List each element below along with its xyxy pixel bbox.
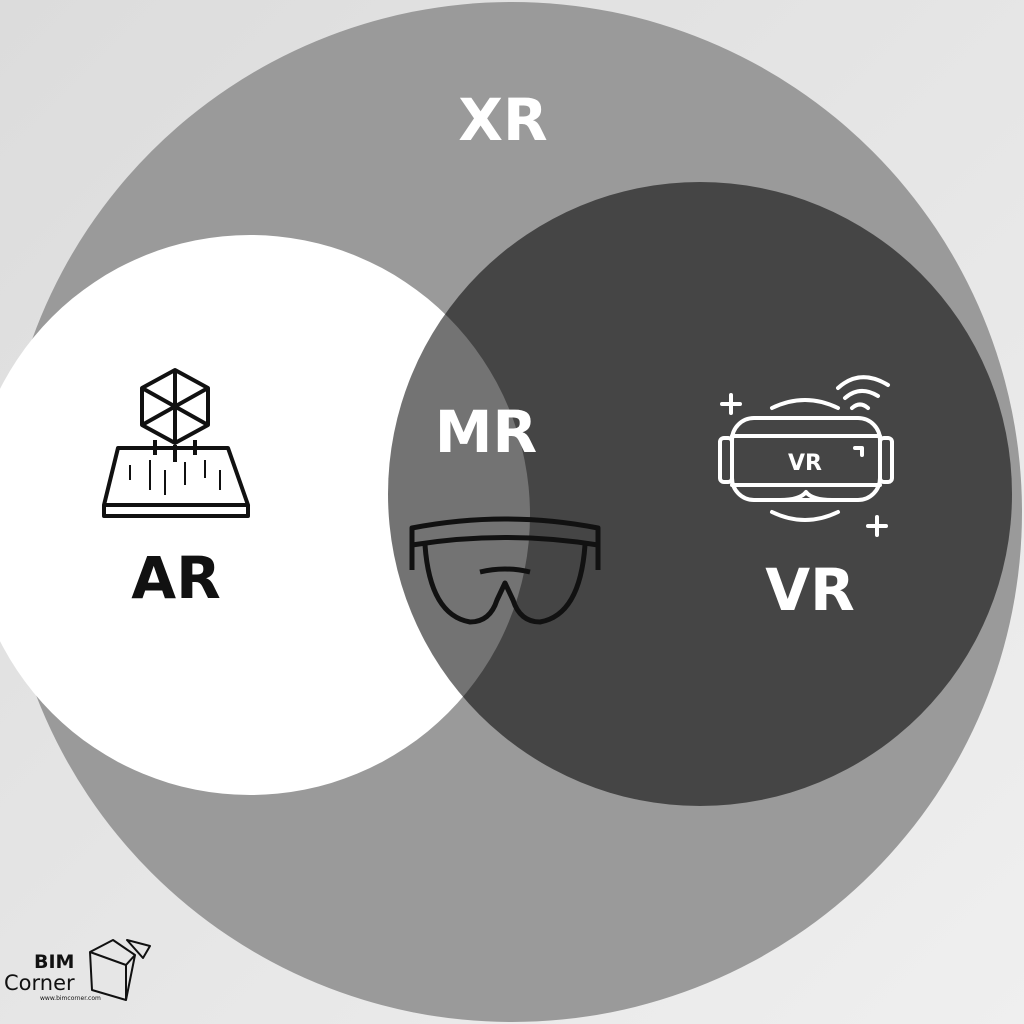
ar-label: AR [131,544,221,612]
vr-label: VR [765,556,855,624]
logo-url: www.bimcorner.com [40,995,101,1002]
vr-icon-text: VR [788,451,822,476]
ar-cube-projection-icon [102,368,250,518]
xr-label: XR [458,86,547,154]
bim-corner-logo: BIM Corner www.bimcorner.com [4,939,151,1002]
vr-circle [388,182,1012,806]
vr-headset-icon [718,375,894,537]
mr-label: MR [435,398,537,466]
logo-corner: Corner [4,971,75,995]
box-icon [89,939,151,1001]
mixed-reality-glasses-icon [409,516,601,625]
ar-circle [0,235,530,795]
logo-bim: BIM [34,951,74,973]
